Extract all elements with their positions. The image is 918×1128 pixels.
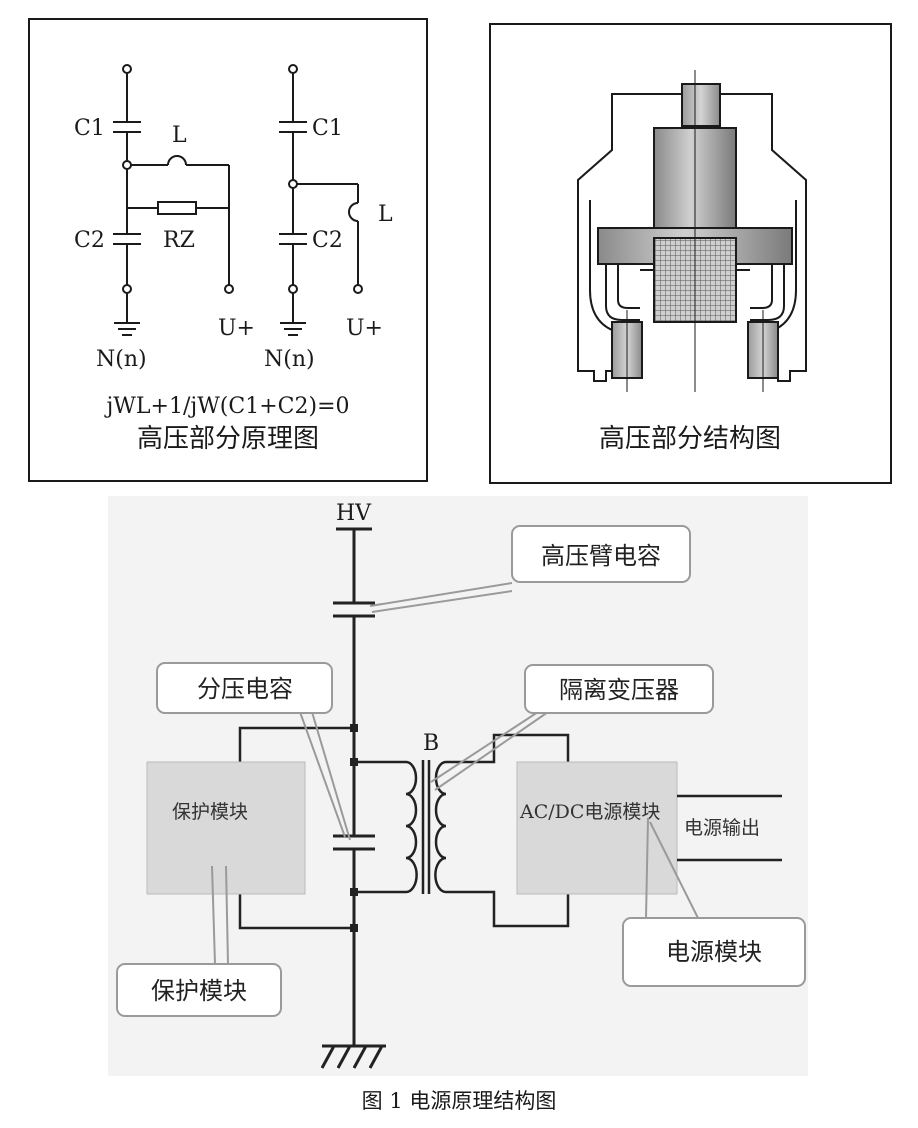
c1-left-label: C1 [74, 116, 105, 141]
isolation-transformer [354, 733, 570, 928]
n-right-label: N(n) [264, 347, 315, 372]
protection-module-label: 保护模块 [172, 801, 248, 823]
transformer-label: B [423, 731, 439, 756]
c1-right-label: C1 [312, 116, 343, 141]
side-frames [605, 264, 785, 321]
rz-label: RZ [163, 228, 195, 253]
acdc-module-box [516, 761, 678, 895]
c2-left-label: C2 [74, 228, 105, 253]
right-circuit [279, 64, 363, 336]
c2-right-label: C2 [312, 228, 343, 253]
power-diagram: 保护模块 B AC/DC电源模块 电源输出 HV [108, 496, 808, 1076]
u-plus-left-label: U+ [218, 316, 255, 341]
l-right-label: L [378, 202, 393, 227]
top-terminal [681, 83, 721, 127]
callout-leaders [211, 582, 699, 965]
callout-protection-module: 保护模块 [151, 977, 247, 1005]
callout-isolation-transformer: 隔离变压器 [559, 676, 679, 704]
left-circuit [113, 64, 234, 336]
callout-power-module: 电源模块 [666, 938, 762, 966]
principle-panel: C1 L C2 RZ U+ N(n) C1 L C2 U+ N(n) jWL+1… [28, 18, 428, 482]
structure-caption: 高压部分结构图 [599, 424, 781, 454]
principle-caption: 高压部分原理图 [137, 424, 319, 454]
callout-divider-capacitor: 分压电容 [197, 675, 293, 703]
resonance-formula: jWL+1/jW(C1+C2)=0 [103, 394, 349, 419]
callout-boxes [116, 525, 806, 1017]
hv-label: HV [336, 501, 372, 526]
power-output-label: 电源输出 [684, 817, 760, 839]
acdc-module-label: AC/DC电源模块 [519, 801, 660, 823]
output-leads [677, 794, 782, 862]
n-left-label: N(n) [96, 347, 147, 372]
structure-panel: 高压部分结构图 [489, 23, 892, 484]
l-left-label: L [172, 123, 187, 148]
callout-hv-arm-capacitor: 高压臂电容 [541, 542, 661, 570]
figure-caption: 图 1 电源原理结构图 [362, 1089, 557, 1113]
u-plus-right-label: U+ [346, 316, 383, 341]
